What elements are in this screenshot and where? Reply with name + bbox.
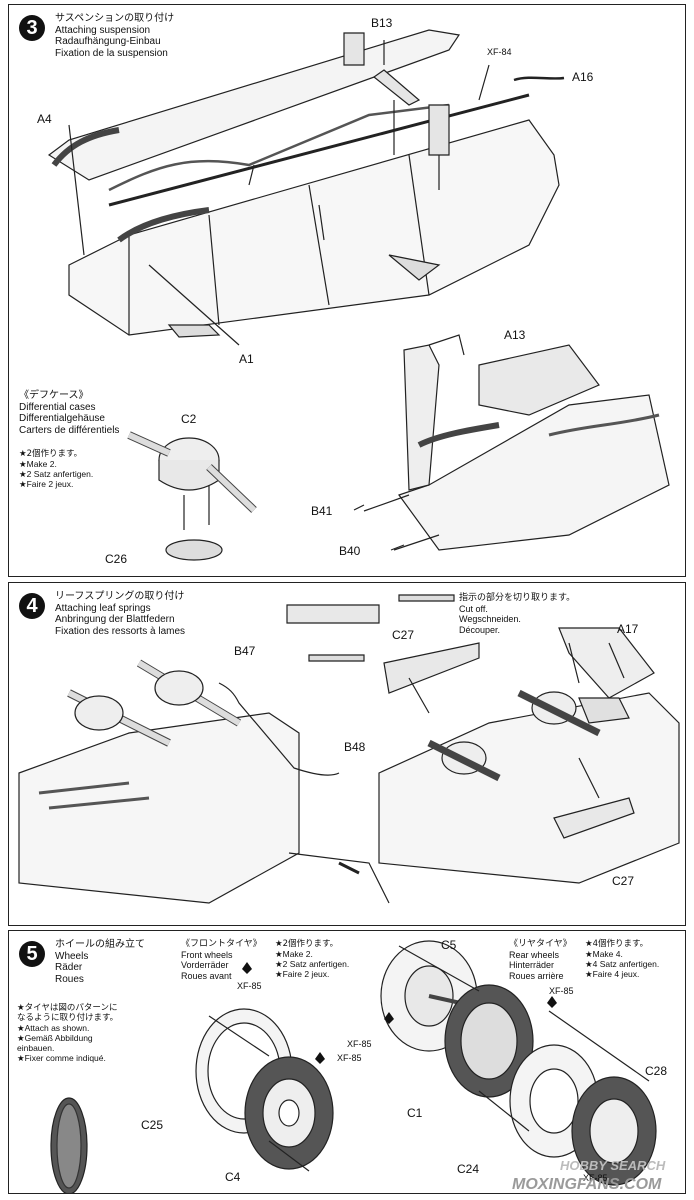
title-fr: Fixation de la suspension xyxy=(55,47,168,59)
differential-make-note: ★2個作ります。 ★Make 2. ★2 Satz anfertigen. ★F… xyxy=(19,449,93,489)
wheel-assembly-diagram xyxy=(50,940,657,1193)
label-b48: B48 xyxy=(344,740,366,754)
title-de: Anbringung der Blattfedern xyxy=(55,614,175,625)
label-a4: A4 xyxy=(37,112,52,126)
label-c28: C28 xyxy=(645,1064,668,1078)
label-c25: C25 xyxy=(141,1118,164,1132)
rear-title-en: Rear wheels xyxy=(509,949,560,960)
front-title-jp: 《フロントタイヤ》 xyxy=(181,939,262,949)
label-xf85-rear-bottom: XF-85 xyxy=(583,1173,608,1183)
step-title: ホイールの組み立て Wheels Räder Roues xyxy=(55,939,145,985)
diff-make-en: ★Make 2. xyxy=(19,459,57,469)
step-5-panel: 5 ホイールの組み立て Wheels Räder Roues ★タイヤは図のパタ… xyxy=(8,930,686,1194)
pattern-jp-1: ★タイヤは図のパターンに xyxy=(17,1003,118,1013)
diff-title-fr: Carters de différentiels xyxy=(19,424,120,436)
label-b40: B40 xyxy=(339,544,361,558)
cut-en: Cut off. xyxy=(459,603,488,614)
front-make-jp: ★2個作ります。 xyxy=(275,939,339,949)
rear-title-de: Hinterräder xyxy=(509,960,555,970)
front-title-en: Front wheels xyxy=(181,949,233,960)
front-make-en: ★Make 2. xyxy=(275,949,313,959)
hobby-search-watermark: HOBBY SEARCH xyxy=(560,1158,666,1173)
label-c26: C26 xyxy=(105,552,128,566)
title-en: Attaching leaf springs xyxy=(55,602,151,614)
label-b41: B41 xyxy=(311,504,333,518)
diff-make-jp: ★2個作ります。 xyxy=(19,449,83,459)
label-c1: C1 xyxy=(407,1106,423,1120)
rear-make-jp: ★4個作ります。 xyxy=(585,939,649,949)
diff-title-de: Differentialgehäuse xyxy=(19,413,105,424)
rear-make-de: ★4 Satz anfertigen. xyxy=(585,959,660,969)
cut-fr: Découper. xyxy=(459,624,501,635)
title-fr: Fixation des ressorts à lames xyxy=(55,625,186,637)
diff-make-de: ★2 Satz anfertigen. xyxy=(19,469,94,479)
label-a13: A13 xyxy=(504,328,526,342)
rear-title-jp: 《リヤタイヤ》 xyxy=(509,939,572,949)
leaf-spring-diagram xyxy=(18,594,680,904)
label-c24: C24 xyxy=(457,1162,480,1176)
rear-make-note: ★4個作ります。 ★Make 4. ★4 Satz anfertigen. ★F… xyxy=(585,939,659,979)
title-de: Räder xyxy=(55,962,83,973)
label-c5: C5 xyxy=(441,938,457,952)
front-make-fr: ★Faire 2 jeux. xyxy=(275,969,330,979)
label-a16: A16 xyxy=(572,70,594,84)
title-fr: Roues xyxy=(55,973,84,985)
step-4-panel: 4 リーフスプリングの取り付け Attaching leaf springs A… xyxy=(8,582,686,926)
front-wheels-title: 《フロントタイヤ》 Front wheels Vorderräder Roues… xyxy=(181,939,262,981)
step-number: 4 xyxy=(19,593,45,619)
pattern-fr: ★Fixer comme indiqué. xyxy=(17,1053,106,1063)
label-b47: B47 xyxy=(234,644,256,658)
label-xf85-rear-hub: XF-85 xyxy=(347,1039,372,1049)
label-xf85-front-hub: XF-85 xyxy=(237,981,262,991)
suspension-diagram xyxy=(47,29,670,561)
differential-cases-note: 《デフケース》 Differential cases Differentialg… xyxy=(19,390,119,436)
step-3-panel: 3 サスペンションの取り付け Attaching suspension Rada… xyxy=(8,4,686,577)
step-number: 5 xyxy=(19,941,45,967)
diff-make-fr: ★Faire 2 jeux. xyxy=(19,479,74,489)
label-a1: A1 xyxy=(239,352,254,366)
step-number: 3 xyxy=(19,15,45,41)
title-en: Attaching suspension xyxy=(55,24,151,36)
cut-off-note: 指示の部分を切り取ります。 Cut off. Wegschneiden. Déc… xyxy=(459,593,575,635)
pattern-de-1: ★Gemäß Abbildung xyxy=(17,1033,93,1043)
title-jp: リーフスプリングの取り付け xyxy=(55,591,185,602)
title-en: Wheels xyxy=(55,950,89,962)
label-c27-top: C27 xyxy=(392,628,415,642)
pattern-en: ★Attach as shown. xyxy=(17,1023,90,1033)
title-de: Radaufhängung-Einbau xyxy=(55,36,161,47)
rear-wheels-title: 《リヤタイヤ》 Rear wheels Hinterräder Roues ar… xyxy=(509,939,572,981)
front-title-de: Vorderräder xyxy=(181,960,229,970)
label-xf85-rear: XF-85 xyxy=(549,986,574,996)
cut-de: Wegschneiden. xyxy=(459,614,521,624)
label-c27-bottom: C27 xyxy=(612,874,635,888)
moxingfans-watermark: MOXINGFANS.COM xyxy=(512,1176,662,1193)
rear-title-fr: Roues arrière xyxy=(509,970,564,981)
front-make-note: ★2個作ります。 ★Make 2. ★2 Satz anfertigen. ★F… xyxy=(275,939,349,979)
title-jp: ホイールの組み立て xyxy=(55,939,145,950)
label-xf85-front-tire: XF-85 xyxy=(337,1053,362,1063)
step-title: リーフスプリングの取り付け Attaching leaf springs Anb… xyxy=(55,591,185,637)
label-xf84: XF-84 xyxy=(487,47,512,57)
label-b13: B13 xyxy=(371,16,393,30)
rear-make-fr: ★Faire 4 jeux. xyxy=(585,969,640,979)
pattern-de-2: einbauen. xyxy=(17,1043,55,1053)
label-a17: A17 xyxy=(617,622,639,636)
front-make-de: ★2 Satz anfertigen. xyxy=(275,959,350,969)
diff-title-jp: 《デフケース》 xyxy=(19,390,89,401)
diff-title-en: Differential cases xyxy=(19,401,96,413)
label-c4: C4 xyxy=(225,1170,241,1184)
cut-jp: 指示の部分を切り取ります。 xyxy=(459,593,576,603)
rear-make-en: ★Make 4. xyxy=(585,949,623,959)
pattern-jp-2: なるように取り付けます。 xyxy=(17,1013,119,1023)
front-title-fr: Roues avant xyxy=(181,970,232,981)
label-c2: C2 xyxy=(181,412,197,426)
step-title: サスペンションの取り付け Attaching suspension Radauf… xyxy=(55,13,174,59)
title-jp: サスペンションの取り付け xyxy=(55,13,175,24)
pattern-note: ★タイヤは図のパターンに なるように取り付けます。 ★Attach as sho… xyxy=(17,1003,118,1063)
